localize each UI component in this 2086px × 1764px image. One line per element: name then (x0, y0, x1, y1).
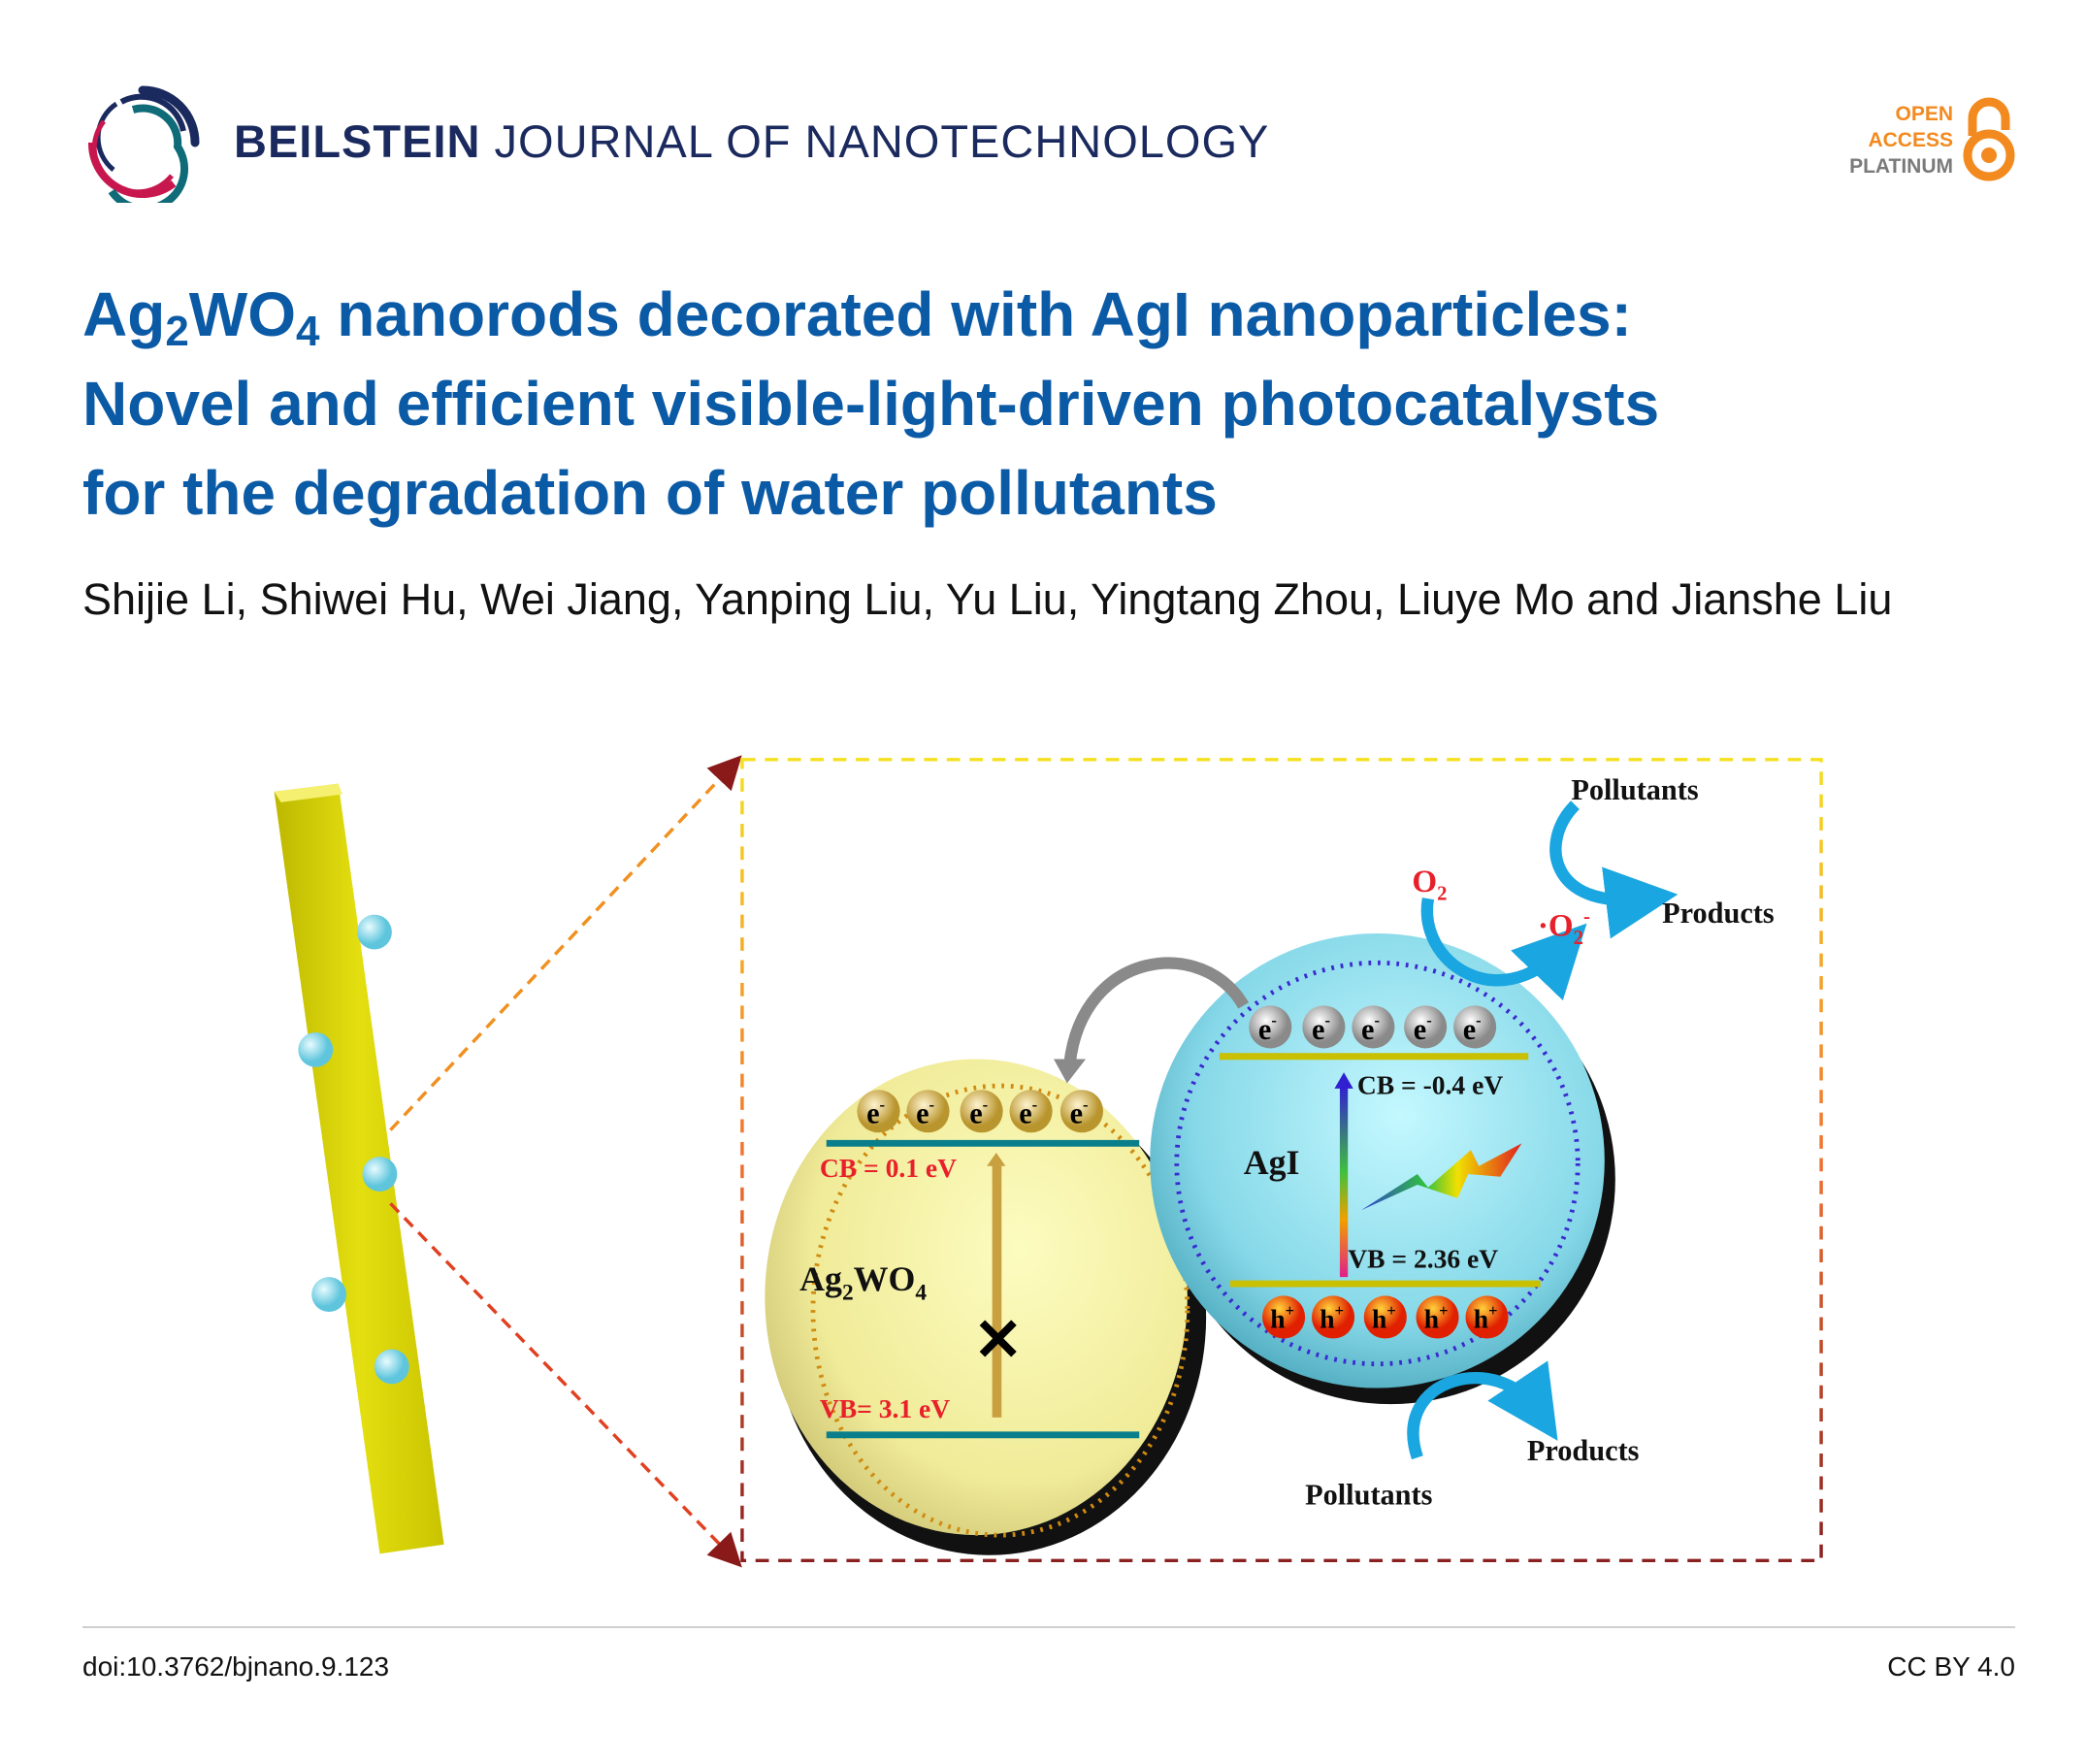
svg-text:e-: e- (1070, 1095, 1089, 1130)
nanorod (274, 783, 444, 1554)
title-line-3: for the degradation of water pollutants (82, 458, 1218, 528)
title-line-2: Novel and efficient visible-light-driven… (82, 369, 1660, 439)
svg-text:e-: e- (916, 1095, 934, 1130)
ag2wo4-cb-label: CB = 0.1 eV (820, 1153, 957, 1183)
doi-text: doi:10.3762/bjnano.9.123 (82, 1651, 390, 1682)
products-top-label: Products (1662, 897, 1775, 930)
pollutants-bottom-label: Pollutants (1305, 1478, 1433, 1511)
svg-text:e-: e- (1312, 1011, 1330, 1046)
ag2wo4-particle: e- e- e- e- e- ✕ CB = 0.1 eV VB= 3.1 eV … (765, 1059, 1207, 1555)
journal-name-bold: BEILSTEIN (234, 115, 481, 167)
products-bottom-label: Products (1527, 1434, 1640, 1467)
journal-name: BEILSTEIN JOURNAL OF NANOTECHNOLOGY (234, 114, 1269, 168)
svg-text:e-: e- (866, 1095, 885, 1130)
o2-reduction-arrow (1420, 898, 1587, 1001)
article-title: Ag2WO4 nanorods decorated with AgI nanop… (82, 270, 1974, 538)
svg-text:e-: e- (1463, 1011, 1482, 1046)
oa-line-open: OPEN (1895, 102, 1953, 125)
author-list: Shijie Li, Shiwei Hu, Wei Jiang, Yanping… (82, 574, 1893, 624)
svg-text:h+: h+ (1270, 1301, 1294, 1333)
beilstein-logo (87, 85, 200, 203)
electron-transfer-arrow (1063, 957, 1250, 1064)
svg-text:e-: e- (1258, 1011, 1277, 1046)
svg-text:h+: h+ (1320, 1301, 1344, 1333)
agi-nanoparticle (362, 1157, 398, 1192)
agi-nanoparticle (374, 1349, 409, 1385)
holes-agi: h+ h+ h+ h+ h+ (1262, 1295, 1509, 1339)
svg-text:h+: h+ (1424, 1301, 1449, 1333)
ag2wo4-vb-label: VB= 3.1 eV (820, 1393, 950, 1423)
o2-label: O2 (1412, 865, 1447, 904)
agi-cb-label: CB = -0.4 eV (1357, 1069, 1503, 1099)
footer-divider (82, 1626, 2015, 1628)
svg-text:e-: e- (1019, 1095, 1037, 1130)
top-degradation-arrow (1549, 800, 1679, 939)
zoom-box (740, 758, 1823, 1563)
journal-name-rest: JOURNAL OF NANOTECHNOLOGY (494, 115, 1270, 167)
open-lock-icon (1963, 97, 2015, 181)
excitation-arrow (1339, 1086, 1349, 1278)
agi-nanoparticle (298, 1031, 334, 1067)
open-access-badge: OPEN ACCESS PLATINUM (1849, 97, 2015, 182)
oa-line-access: ACCESS (1868, 128, 1953, 151)
svg-text:e-: e- (1414, 1011, 1432, 1046)
svg-text:h+: h+ (1474, 1301, 1498, 1333)
excitation-arrow-blocked (992, 1163, 1002, 1418)
light-bolt-icon (1360, 1143, 1522, 1211)
svg-text:e-: e- (1361, 1011, 1380, 1046)
graphical-abstract: e- e- e- e- e- ✕ CB = 0.1 eV VB= 3.1 eV … (274, 755, 1823, 1568)
agi-nanoparticle (311, 1277, 346, 1312)
license-text: CC BY 4.0 (1887, 1651, 2015, 1682)
svg-text:h+: h+ (1372, 1301, 1396, 1333)
electrons-agi: e- e- e- e- e- (1249, 1005, 1497, 1049)
oa-line-platinum: PLATINUM (1849, 154, 1953, 178)
agi-particle: e- e- e- e- e- h+ h+ h+ h+ h+ AgI CB = -… (1150, 932, 1615, 1405)
title-line-1: Ag2WO4 nanorods decorated with AgI nanop… (82, 279, 1632, 355)
agi-label: AgI (1244, 1143, 1300, 1182)
cross-mark: ✕ (973, 1309, 1023, 1374)
pollutants-top-label: Pollutants (1571, 773, 1699, 806)
zoom-line-bottom (389, 1202, 742, 1568)
svg-text:e-: e- (969, 1095, 988, 1130)
agi-nanoparticle (357, 914, 392, 950)
superoxide-label: ·O2- (1538, 906, 1590, 949)
electrons-ag2wo4: e- e- e- e- e- (857, 1090, 1104, 1133)
ag2wo4-label: Ag2WO4 (799, 1259, 927, 1306)
zoom-line-top (389, 755, 742, 1131)
bottom-degradation-arrow (1407, 1360, 1558, 1460)
agi-vb-label: VB = 2.36 eV (1348, 1243, 1498, 1273)
